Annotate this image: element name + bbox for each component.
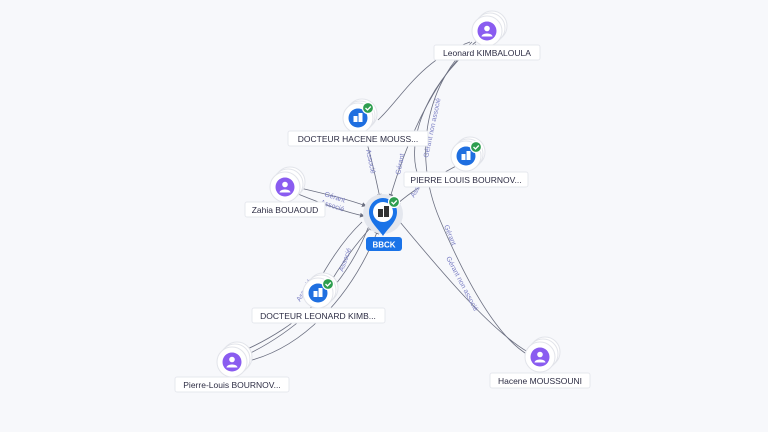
person-icon — [530, 347, 550, 367]
node-label: Hacene MOUSSOUNI — [498, 376, 582, 386]
node-pierre-louis-person[interactable]: Pierre-Louis BOURNOV... — [174, 341, 290, 393]
node-hacene-moussouni[interactable]: Hacene MOUSSOUNI — [489, 336, 591, 389]
node-label: Pierre-Louis BOURNOV... — [183, 380, 280, 390]
node-label: PIERRE LOUIS BOURNOV... — [410, 175, 521, 185]
node-label: DOCTEUR LEONARD KIMB... — [260, 311, 376, 321]
building-icon — [378, 206, 389, 217]
edge-label-gerant-non-associe-2: Gérant non associé — [444, 256, 479, 313]
node-docteur-hacene[interactable]: DOCTEUR HACENE MOUSS... — [287, 98, 429, 147]
edge-zahia-bbck-2 — [297, 193, 365, 218]
check-badge-icon — [387, 195, 401, 209]
node-docteur-leonard[interactable]: DOCTEUR LEONARD KIMB... — [251, 272, 386, 324]
node-pierre-louis-company[interactable]: PIERRE LOUIS BOURNOV... — [403, 136, 529, 188]
check-badge-icon — [469, 140, 483, 154]
node-leonard-kimbaloula[interactable]: Leonard KIMBALOULA — [433, 10, 541, 61]
edge-label-associe-1: Associé — [364, 149, 376, 175]
center-node-label: BBCK — [372, 241, 395, 250]
person-icon — [477, 21, 497, 41]
node-label: DOCTEUR HACENE MOUSS... — [298, 134, 418, 144]
node-label: Leonard KIMBALOULA — [443, 48, 531, 58]
building-icon — [308, 283, 328, 303]
edge-leonard-hacene — [425, 41, 531, 357]
edge-label-associe-4: Associé — [338, 247, 353, 273]
check-badge-icon — [321, 277, 335, 291]
edge-label-gerant-3: Gérant — [442, 224, 457, 247]
edge-zahia-bbck-1 — [299, 187, 367, 207]
person-icon — [222, 352, 242, 372]
check-badge-icon — [361, 101, 375, 115]
building-icon — [456, 146, 476, 166]
person-icon — [275, 177, 295, 197]
node-zahia-bouaoud[interactable]: Zahia BOUAOUD — [244, 166, 326, 218]
center-node-bbck[interactable]: BBCK — [363, 194, 403, 251]
edge-label-gerant-1: Gérant — [395, 153, 406, 175]
building-icon — [348, 108, 368, 128]
node-label: Zahia BOUAOUD — [252, 205, 319, 215]
edge-bbck-hacene — [399, 221, 529, 353]
